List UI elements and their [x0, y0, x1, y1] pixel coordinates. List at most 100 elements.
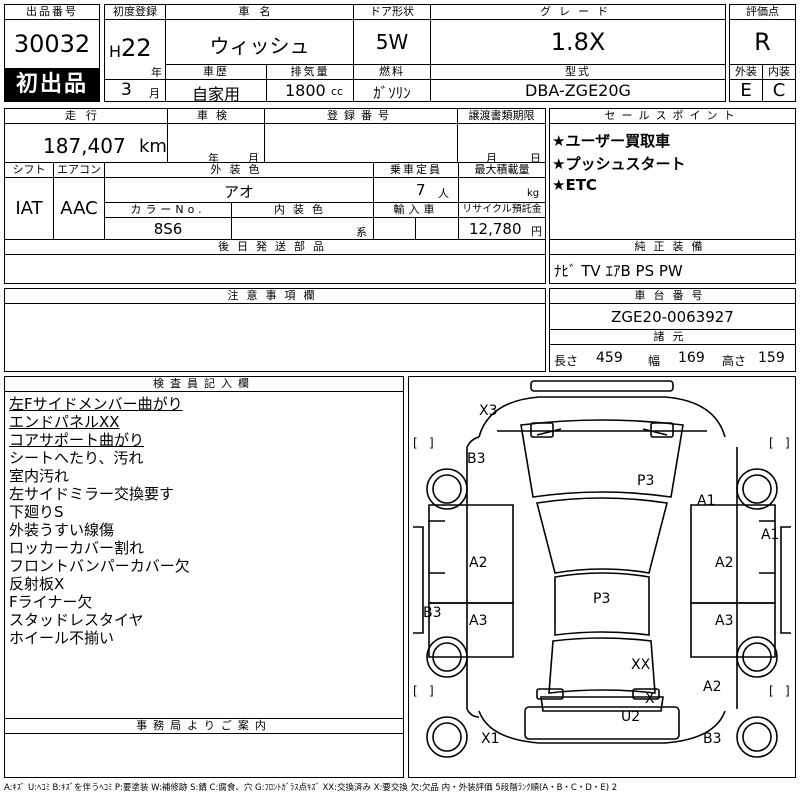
- mark-p3-hood: P3: [637, 473, 654, 489]
- equipment-value: ﾅﾋﾞ TV ｴｱB PS PW: [554, 262, 683, 280]
- svg-text:[: [: [769, 684, 774, 698]
- inspector-note-line: フロントバンパーカバー欠: [9, 557, 190, 575]
- mark-a1-front-right: A1: [697, 493, 715, 509]
- inspector-note-line: 左Fサイドメンバー曲がり: [9, 395, 183, 413]
- inspector-note-line: コアサポート曲がり: [9, 431, 145, 449]
- wheel-spare-right: [736, 716, 778, 758]
- caution-block: 注意事項欄: [4, 288, 546, 372]
- svg-text:[: [: [769, 436, 774, 450]
- reg-no-label: 登録番号: [264, 108, 458, 124]
- sales-point-2: ★プッシュスタート: [552, 155, 686, 173]
- fuel-cell: ｶﾞｿﾘﾝ: [353, 79, 431, 102]
- ext-color-cell: アオ: [104, 177, 374, 203]
- windshield-shape: [536, 497, 668, 574]
- ac-cell: AAC: [53, 177, 105, 240]
- dims-label: 諸元: [549, 329, 796, 345]
- rear-glass-shape: [548, 637, 656, 694]
- model-label: 型式: [430, 64, 726, 80]
- mark-a3-left: A3: [469, 613, 487, 629]
- inspector-note-line: エンドパネルXX: [9, 413, 120, 431]
- inspector-note-line: Fライナー欠: [9, 593, 93, 611]
- vehicle-details-block: 走行 187,407 km 車検 年 月 登録番号 譲渡書類期限 月 日 シフト…: [4, 108, 546, 284]
- load-label: 最大積載量: [458, 162, 546, 178]
- chassis-value: ZGE20-0063927: [611, 308, 734, 326]
- reg-no-cell: [264, 123, 458, 166]
- int-color-label: 内装色: [231, 202, 374, 218]
- import-cell-a: [373, 217, 416, 240]
- door-cell: 5W: [353, 19, 431, 65]
- length-label: 長さ: [554, 354, 579, 368]
- height-label: 高さ: [722, 354, 747, 368]
- chassis-block: 車台番号 ZGE20-0063927 諸元 長さ 459 幅 169 高さ 15…: [549, 288, 796, 372]
- interior-grade: C: [772, 80, 786, 101]
- load-cell: kg: [458, 177, 546, 203]
- length-value: 459: [596, 350, 623, 366]
- dims-cell: 長さ 459 幅 169 高さ 159: [549, 344, 796, 372]
- capacity-value: 7: [416, 181, 426, 199]
- caution-label: 注意事項欄: [4, 288, 546, 304]
- caution-cell: [4, 303, 546, 372]
- svg-text:]: ]: [429, 436, 434, 450]
- svg-text:[: [: [413, 684, 418, 698]
- ext-color-value: アオ: [223, 183, 254, 201]
- score-value: R: [754, 28, 771, 56]
- lot-number-cell: 30032: [4, 19, 100, 69]
- inspection-label: 車検: [167, 108, 265, 124]
- displacement-cell: 1800 cc: [266, 79, 354, 102]
- inspector-note-line: ホイール不揃い: [9, 629, 115, 647]
- mark-a2-rear-right: A2: [703, 679, 721, 695]
- fuel-label: 燃料: [353, 64, 431, 80]
- mark-a2-right: A2: [715, 555, 733, 571]
- interior-cell: C: [762, 79, 796, 102]
- history-label: 車歴: [165, 64, 267, 80]
- width-value: 169: [678, 350, 705, 366]
- sales-label: セールスポイント: [549, 108, 796, 124]
- reg-month: 3: [121, 80, 132, 100]
- displacement-value: 1800: [285, 81, 326, 100]
- color-no-cell: 8S6: [104, 217, 232, 240]
- fuel-value: ｶﾞｿﾘﾝ: [373, 84, 411, 102]
- front-outline: [478, 396, 726, 438]
- door-value: 5W: [375, 30, 409, 54]
- sales-point-3: ★ETC: [552, 176, 597, 194]
- shift-cell: IAT: [4, 177, 54, 240]
- exterior-cell: E: [729, 79, 763, 102]
- mark-p3-roof: P3: [593, 591, 610, 607]
- equipment-cell: ﾅﾋﾞ TV ｴｱB PS PW: [549, 254, 796, 284]
- mark-a3-right: A3: [715, 613, 733, 629]
- grade-value: 1.8X: [550, 28, 606, 56]
- inspector-note-line: シートへたり、汚れ: [9, 449, 144, 467]
- lot-number-label: 出品番号: [4, 4, 100, 20]
- damage-diagram-box: [] [] [] [] X3 B3 P3 A1 A1 A2 A2 B3 P3 A…: [408, 376, 796, 778]
- first-listing-text: 初出品: [15, 72, 88, 97]
- era-letter: H: [109, 42, 122, 61]
- recycle-unit: 円: [531, 225, 542, 238]
- inspector-note-line: 下廻りS: [9, 503, 64, 521]
- inspector-note-line: 外装うすい線傷: [9, 521, 115, 539]
- import-label: 輸入車: [373, 202, 459, 218]
- office-cell: [4, 733, 404, 778]
- mileage-value: 187,407: [43, 134, 126, 158]
- displacement-unit: cc: [331, 85, 344, 98]
- later-parts-cell: [4, 254, 546, 284]
- inspector-note-line: ロッカーカバー割れ: [9, 539, 145, 557]
- inspector-note-line: 反射板X: [9, 575, 65, 593]
- mark-b3-front-left: B3: [467, 451, 486, 467]
- chassis-label: 車台番号: [549, 288, 796, 304]
- width-label: 幅: [648, 354, 661, 368]
- first-reg-year-cell: H 22 年: [104, 19, 166, 80]
- history-value: 自家用: [191, 85, 240, 104]
- office-label: 事務局よりご案内: [4, 718, 404, 734]
- capacity-unit: 人: [438, 187, 449, 200]
- mileage-label: 走行: [4, 108, 168, 124]
- svg-text:[: [: [413, 436, 418, 450]
- mileage-cell: 187,407 km: [4, 123, 168, 166]
- sales-point-1: ★ユーザー買取車: [552, 132, 671, 150]
- ext-color-label: 外装色: [104, 162, 374, 178]
- rear-lamp-right: [632, 688, 660, 700]
- mark-x-rear: X: [645, 691, 655, 707]
- mark-x1: X1: [481, 731, 500, 747]
- legend-text: A:ｷｽﾞ U:ﾍｺﾐ B:ｷｽﾞを伴うﾍｺﾐ P:要塗装 W:補修跡 S:錆 …: [4, 783, 618, 793]
- car-name: ウィッシュ: [209, 34, 310, 58]
